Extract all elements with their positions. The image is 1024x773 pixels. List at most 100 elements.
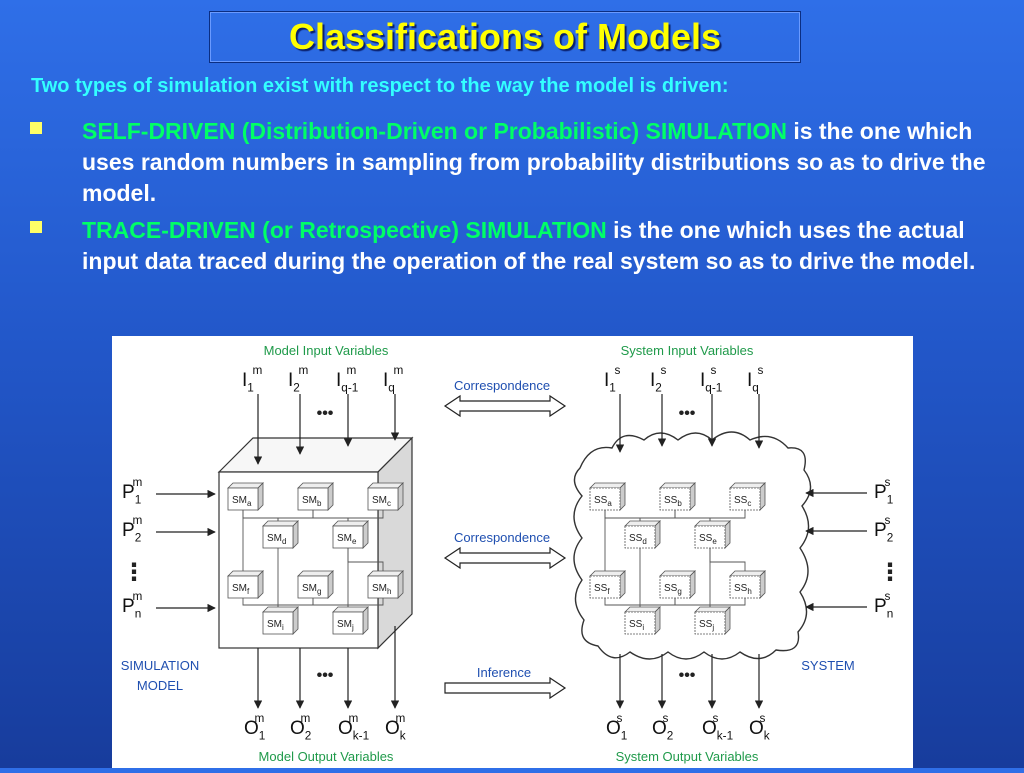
submodel-box: SMi: [262, 606, 299, 635]
svg-text:SSj: SSj: [699, 619, 714, 632]
svg-text:SMf: SMf: [232, 583, 250, 596]
model-system-diagram: Model Input Variables System Input Varia…: [121, 343, 902, 764]
system-output-label: System Output Variables: [616, 749, 759, 764]
slide-subtitle: Two types of simulation exist with respe…: [31, 75, 729, 97]
bullet-self-driven: SELF-DRIVEN (Distribution-Driven or Prob…: [30, 116, 990, 209]
simulation-model-label-1: SIMULATION: [121, 658, 200, 673]
submodel-box: SMh: [367, 570, 404, 599]
bullet-text: TRACE-DRIVEN (or Retrospective) SIMULATI…: [82, 215, 990, 277]
subsystem-box: SSc: [729, 482, 766, 511]
model-param-var: Pn: [122, 596, 141, 620]
bullet-square-icon: [30, 221, 42, 233]
model-param-var-sup: m: [132, 590, 142, 603]
system-input-var: Iq: [747, 370, 759, 394]
svg-text:SSa: SSa: [594, 495, 612, 508]
subsystem-box: SSj: [694, 606, 731, 635]
submodel-box: SMj: [332, 606, 369, 635]
svg-text:SMb: SMb: [302, 495, 322, 508]
submodel-box: SMg: [297, 570, 334, 599]
system-input-ellipsis: •••: [679, 405, 696, 422]
svg-text:SSc: SSc: [734, 495, 751, 508]
svg-text:SMc: SMc: [372, 495, 391, 508]
model-input-var-sup: m: [393, 364, 403, 377]
system-input-var: Iq-1: [700, 370, 722, 394]
subsystem-box: SSg: [659, 570, 696, 599]
diagram-panel: Model Input Variables System Input Varia…: [112, 336, 913, 768]
system-output-var-sup: s: [759, 712, 765, 725]
submodel-box: SMa: [227, 482, 264, 511]
correspondence-mid-label: Correspondence: [454, 530, 550, 545]
svg-text:SMj: SMj: [337, 619, 354, 632]
model-param-ellipsis: ⋮: [122, 559, 146, 586]
bullet-trace-driven: TRACE-DRIVEN (or Retrospective) SIMULATI…: [30, 215, 990, 277]
system-param-var-sup: s: [884, 476, 890, 489]
svg-text:SMh: SMh: [372, 583, 391, 596]
correspondence-top-label: Correspondence: [454, 378, 550, 393]
bullet-body: is the one which uses the actual input d…: [82, 217, 976, 274]
subsystem-box: SSa: [589, 482, 626, 511]
submodel-box: SMf: [227, 570, 264, 599]
subsystem-box: SSb: [659, 482, 696, 511]
svg-text:SSh: SSh: [734, 583, 752, 596]
system-param-var-sup: s: [884, 590, 890, 603]
system-param-var-sup: s: [884, 514, 890, 527]
svg-text:SSb: SSb: [664, 495, 682, 508]
title-box: Classifications of Models: [209, 11, 801, 63]
submodel-box: SMe: [332, 520, 369, 549]
system-output-ellipsis: •••: [679, 667, 696, 684]
model-output-var: O1: [244, 718, 265, 742]
model-output-var-sup: m: [395, 712, 405, 725]
subsystem-box: SSi: [624, 606, 661, 635]
model-input-ellipsis: •••: [317, 405, 334, 422]
model-input-var: Iq-1: [336, 370, 358, 394]
system-input-var-sup: s: [757, 364, 763, 377]
system-output-var: O1: [606, 718, 627, 742]
submodel-box: SMd: [262, 520, 299, 549]
system-input-var: I1: [604, 370, 616, 394]
svg-text:SMa: SMa: [232, 495, 252, 508]
simulation-model-cube: [217, 436, 414, 650]
svg-text:SMe: SMe: [337, 533, 357, 546]
model-output-var-sup: m: [300, 712, 310, 725]
svg-text:SSe: SSe: [699, 533, 717, 546]
system-input-var-sup: s: [660, 364, 666, 377]
output-arrows: [253, 626, 764, 709]
submodel-box: SMc: [367, 482, 404, 511]
model-output-var-sup: m: [348, 712, 358, 725]
svg-text:SMi: SMi: [267, 619, 284, 632]
system-input-var-sup: s: [710, 364, 716, 377]
model-input-arrows: [253, 394, 400, 465]
model-input-var: I2: [288, 370, 300, 394]
system-output-var: Ok-1: [702, 718, 733, 742]
correspondence-mid-arrow-icon: [443, 546, 567, 570]
model-param-var: P1: [122, 482, 141, 506]
svg-text:SSi: SSi: [629, 619, 644, 632]
model-output-var: Ok-1: [338, 718, 369, 742]
subsystem-box: SSh: [729, 570, 766, 599]
bullet-highlight: TRACE-DRIVEN (or Retrospective) SIMULATI…: [82, 217, 607, 243]
subsystem-box: SSd: [624, 520, 661, 549]
svg-text:SSg: SSg: [664, 583, 682, 596]
system-input-var-sup: s: [614, 364, 620, 377]
correspondence-top-arrow-icon: [443, 394, 567, 418]
inference-label: Inference: [477, 665, 531, 680]
model-input-var-sup: m: [298, 364, 308, 377]
model-output-var: Ok: [385, 718, 406, 742]
svg-text:SMg: SMg: [302, 583, 321, 596]
model-output-ellipsis: •••: [317, 667, 334, 684]
subsystem-box: SSf: [589, 570, 626, 599]
param-arrows: [156, 488, 867, 613]
bullet-square-icon: [30, 122, 42, 134]
system-input-label: System Input Variables: [621, 343, 754, 358]
subsystem-box: SSe: [694, 520, 731, 549]
model-input-label: Model Input Variables: [264, 343, 389, 358]
submodel-box: SMb: [297, 482, 334, 511]
bullet-list: SELF-DRIVEN (Distribution-Driven or Prob…: [30, 116, 990, 283]
simulation-model-label-2: MODEL: [137, 678, 183, 693]
system-output-var-sup: s: [616, 712, 622, 725]
svg-text:SSf: SSf: [594, 583, 610, 596]
model-output-label: Model Output Variables: [259, 749, 394, 764]
system-output-var: Ok: [749, 718, 770, 742]
